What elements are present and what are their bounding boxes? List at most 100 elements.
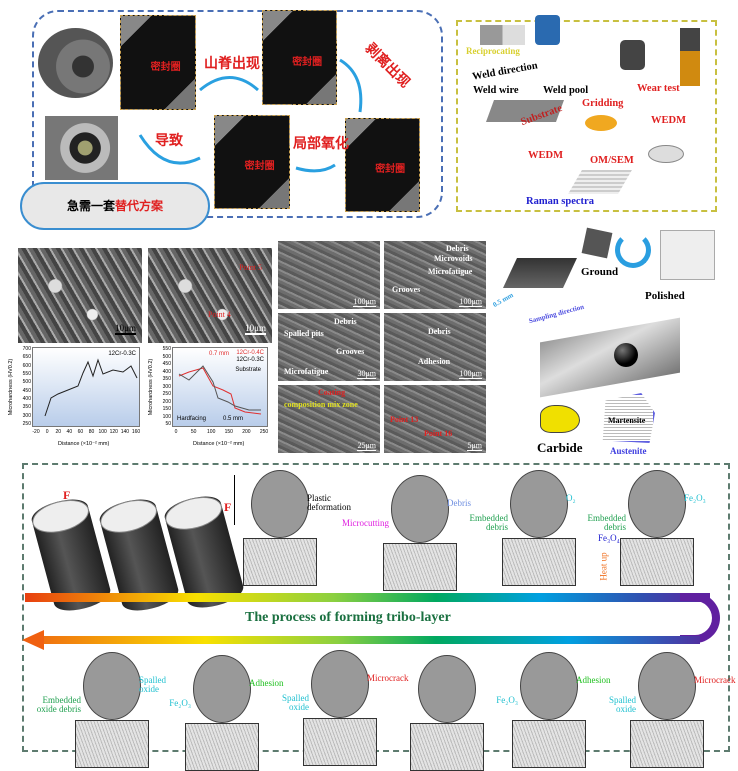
step-oxidation-label: 局部氧化 (293, 136, 349, 152)
x-tick-label: 100 (207, 429, 216, 435)
y-tick-label: 150 (162, 406, 171, 412)
counter-ball (251, 470, 309, 538)
martensite-label: Martensite (608, 416, 646, 425)
label-gridding: Gridding (582, 98, 624, 109)
carbide-label: Carbide (537, 440, 583, 455)
carbide-shape (540, 405, 580, 433)
y-tick-label: 450 (22, 387, 31, 394)
austenite-label: Austenite (610, 446, 647, 456)
counter-ball (638, 652, 696, 720)
seal-label: 密封圈 (375, 164, 406, 176)
force-label: F (63, 488, 71, 502)
x-tick-label: 20 (55, 429, 61, 435)
left-annotation: Microcutting (342, 518, 389, 528)
counter-ball (520, 652, 578, 720)
sem-annotation: Point 16 (424, 429, 453, 438)
sem-annotation: Debris (334, 317, 357, 326)
process-arrows (138, 58, 363, 173)
seal-label: 密封圈 (292, 56, 323, 68)
cloud-highlight: 替代方案 (115, 199, 164, 213)
hardness-line-03c (178, 365, 261, 411)
cloud-callout: 急需一套替代方案 (20, 182, 210, 230)
seal-label: 密封圈 (150, 61, 181, 73)
substrate-grains (620, 538, 694, 586)
x-tick-label: 60 (77, 429, 84, 435)
gridding-disk (585, 115, 617, 131)
x-tick-label: -20 (32, 429, 40, 435)
x-tick-label: 140 (120, 429, 130, 435)
right-annotation: Spalled oxide (139, 675, 166, 694)
left-annotation: Embedded oxide debris (36, 695, 81, 714)
scale-bar: 5μm (467, 441, 482, 451)
wear-pin (620, 40, 645, 70)
force-label-2: F (224, 500, 232, 514)
sem-annotation: Microfatigue (428, 267, 473, 276)
hardness-chart-left: 12Cr-0.3C Microhardness (HV0.2) Distance… (8, 346, 144, 450)
y-tick-label: 300 (162, 383, 171, 390)
welding-torch (535, 15, 560, 45)
y-tick-label: 200 (162, 398, 171, 405)
ground-cube (581, 227, 613, 259)
wear-track-block (540, 317, 680, 398)
y-axis-label: Microhardness (HV0.2) (8, 358, 14, 416)
polished-cube (660, 230, 715, 280)
sem-annotation: Microvoids (434, 254, 473, 263)
micrograph-1: 10μm (18, 248, 142, 343)
x-tick-label: 250 (259, 429, 269, 435)
hardfacing-label: Hardfacing (177, 416, 207, 422)
y-tick-label: 400 (162, 368, 171, 375)
dim-05mm: 0.5 mm (223, 416, 244, 422)
heat-up-label: Heat up (598, 552, 609, 581)
left-annotation: Fe₂O₃ (169, 698, 191, 708)
y-tick-label: 400 (22, 396, 31, 402)
scale-bar: 30μm (357, 369, 376, 379)
ball-icon (614, 343, 638, 367)
substrate-grains (75, 720, 149, 768)
label-weld-wire: Weld wire (473, 85, 519, 96)
sem-annotation: Spalled pits (284, 329, 324, 338)
hardness-line (44, 358, 138, 417)
legend: 12Cr-0.3C (108, 351, 136, 357)
step-ridge-label: 山脊出现 (204, 56, 260, 72)
counter-ball (510, 470, 568, 538)
wear-sample (680, 28, 700, 86)
x-axis-label: Distance (×10⁻² mm) (193, 441, 245, 447)
arrowhead-icon (22, 630, 44, 650)
label-wear-test: Wear test (637, 83, 680, 94)
x-tick-label: 100 (98, 429, 107, 435)
label-wedm-left: WEDM (528, 150, 563, 161)
right-annotation: Adhesion (249, 678, 284, 688)
right-annotation: Microcrack (367, 673, 409, 683)
plot-area: 12Cr-0.4C 12Cr-0.3C Substrate 0.7 mm Har… (172, 347, 268, 427)
y-axis-label: Microhardness (HV0.2) (148, 358, 154, 416)
seal-component-render (38, 28, 113, 98)
sem-annotation: Debris (446, 244, 469, 253)
y-tick-label: 550 (22, 371, 31, 377)
x-tick-label: 120 (109, 429, 118, 435)
seal-image-3: 密封圈 (345, 118, 420, 212)
cloud-text: 急需一套 (66, 199, 115, 213)
y-tick-label: 600 (22, 362, 31, 369)
legend-04c: 12Cr-0.4C (236, 350, 264, 356)
right-annotation: Fe₂O₃ (684, 493, 706, 503)
seal-image-1: 密封圈 (120, 15, 196, 110)
substrate-grains (512, 720, 586, 768)
y-tick-label: 50 (165, 421, 171, 427)
x-tick-label: 50 (190, 429, 197, 435)
reciprocating-image (480, 25, 525, 45)
polished-label: Polished (645, 290, 685, 302)
right-annotation: Debris (447, 498, 471, 508)
y-tick-label: 500 (22, 379, 31, 386)
direction-label: Sampling direction (527, 302, 585, 326)
hardness-chart-right: 12Cr-0.4C 12Cr-0.3C Substrate 0.7 mm Har… (148, 346, 270, 450)
rotate-arrow-icon (615, 232, 651, 268)
y-tick-label: 250 (22, 421, 31, 427)
substrate-grains (502, 538, 576, 586)
label-reciprocating: Reciprocating (466, 46, 520, 56)
y-tick-label: 250 (162, 391, 171, 397)
